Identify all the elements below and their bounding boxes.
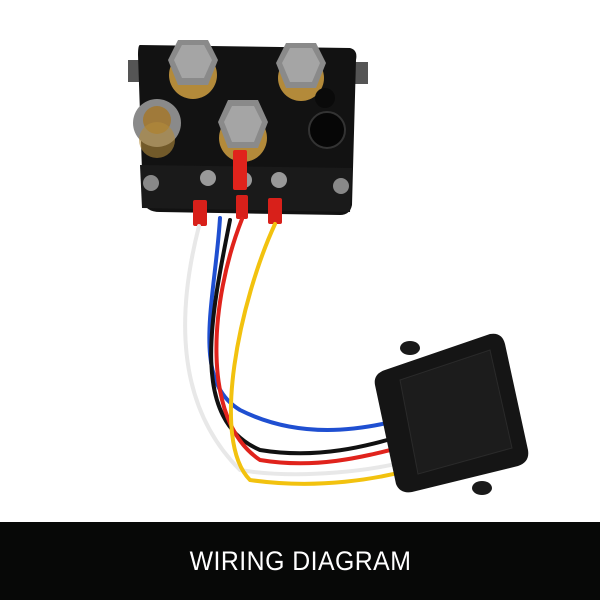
- terminal-bottom-center: [218, 100, 268, 162]
- terminal-top-left: [168, 40, 218, 99]
- terminal-top-right: [276, 43, 326, 101]
- wire-bundle: [183, 216, 412, 486]
- remote-receiver-box: [374, 333, 529, 495]
- wiring-illustration: [128, 40, 529, 495]
- crimp-connector: [193, 200, 207, 226]
- screw: [333, 178, 349, 194]
- screw: [143, 175, 159, 191]
- terminal-bottom-left: [133, 99, 181, 158]
- crimp-connector: [233, 150, 247, 190]
- crimp-connector: [268, 198, 282, 224]
- crimp-connector: [236, 195, 248, 219]
- banner-title: WIRING DIAGRAM: [189, 545, 411, 576]
- caption-banner: WIRING DIAGRAM: [0, 522, 600, 600]
- product-photo: [128, 40, 529, 495]
